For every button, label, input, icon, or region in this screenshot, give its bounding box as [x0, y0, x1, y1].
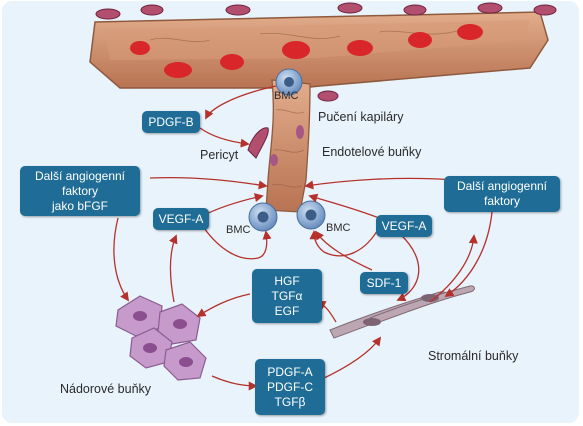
pdgf-group-box: PDGF-A PDGF-C TGFβ [255, 359, 325, 415]
red-blood-cells [130, 24, 483, 78]
bmc-top-label: BMC [274, 90, 299, 102]
sdf-1-box: SDF-1 [360, 272, 408, 294]
other-factors-right-box: Další angiogenní faktory [444, 176, 560, 212]
other-factors-left-box: Další angiogenní faktory jako bFGF [20, 166, 140, 216]
vegf-a-left-box: VEGF-A [153, 208, 209, 230]
sprouting-label: Pučení kapiláry [318, 110, 404, 124]
blood-vessel [89, 11, 549, 89]
pdgf-b-box: PDGF-B [142, 111, 200, 133]
stromal-cells-label: Stromální buňky [428, 349, 519, 363]
bmc-left-label: BMC [226, 224, 251, 236]
tumor-cells-label: Nádorové buňky [60, 382, 152, 396]
tumor-cells [115, 295, 207, 381]
vegf-a-right-box: VEGF-A [376, 215, 432, 237]
pericyte-cell [247, 127, 269, 159]
bmc-top-cell [275, 68, 303, 96]
bmc-left-cell [248, 202, 278, 232]
sprouting-capillary [265, 79, 311, 213]
hgf-group-box: HGF TGFα EGF [252, 269, 322, 323]
endothelial-label: Endotelové buňky [322, 145, 422, 159]
bmc-right-label: BMC [326, 222, 351, 234]
pericyte-label: Pericyt [200, 148, 239, 162]
bmc-right-cell [296, 200, 326, 230]
pericytes-on-vessel [95, 2, 557, 102]
